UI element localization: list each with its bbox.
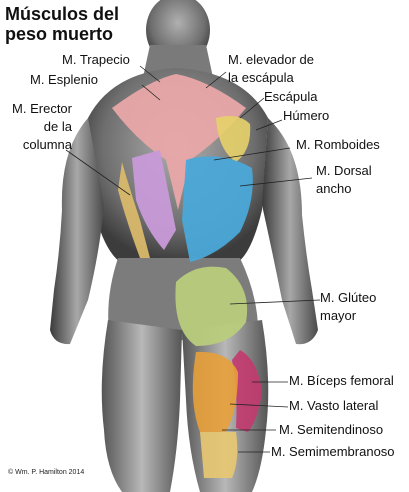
vasto-muscle bbox=[192, 351, 238, 432]
label-elevador-2: la escápula bbox=[228, 70, 294, 85]
gluteo-muscle bbox=[175, 266, 248, 346]
label-gluteo-2: mayor bbox=[320, 308, 357, 323]
label-esplenio: M. Esplenio bbox=[30, 72, 98, 87]
romboides-muscle bbox=[132, 150, 176, 250]
label-vasto: M. Vasto lateral bbox=[289, 398, 379, 413]
label-gluteo-1: M. Glúteo bbox=[320, 290, 377, 305]
label-elevador-1: M. elevador de bbox=[228, 52, 314, 67]
label-erector-2: de la bbox=[43, 119, 72, 134]
label-erector-1: M. Erector bbox=[12, 101, 72, 116]
title-line-2: peso muerto bbox=[5, 24, 114, 44]
left-arm bbox=[50, 118, 104, 345]
erector-muscle bbox=[118, 162, 150, 258]
label-semitendinoso: M. Semitendinoso bbox=[279, 422, 384, 437]
dorsal-muscle bbox=[182, 156, 253, 262]
label-dorsal-2: ancho bbox=[316, 181, 352, 196]
label-erector-3: columna bbox=[22, 137, 72, 152]
right-arm bbox=[262, 118, 318, 345]
left-leg bbox=[101, 320, 182, 492]
label-dorsal-1: M. Dorsal bbox=[316, 163, 372, 178]
label-humero: Húmero bbox=[283, 108, 330, 123]
page-title: Músculos del peso muerto bbox=[5, 4, 119, 44]
copyright-credit: © Wm. P. Hamilton 2014 bbox=[8, 469, 85, 476]
label-romboides: M. Romboides bbox=[296, 137, 380, 152]
trapecio-muscle bbox=[112, 74, 246, 210]
muscle-overlays bbox=[112, 74, 262, 478]
semitendinoso-muscle bbox=[200, 432, 238, 478]
title-line-1: Músculos del bbox=[5, 4, 120, 24]
biceps-muscle bbox=[232, 350, 262, 432]
escapula-shape bbox=[216, 116, 251, 162]
label-trapecio: M. Trapecio bbox=[62, 52, 130, 67]
label-escapula: Escápula bbox=[264, 89, 318, 104]
label-biceps: M. Bíceps femoral bbox=[289, 373, 394, 388]
leader-lines bbox=[65, 65, 321, 453]
label-semimembranoso: M. Semimembranoso bbox=[271, 444, 395, 459]
